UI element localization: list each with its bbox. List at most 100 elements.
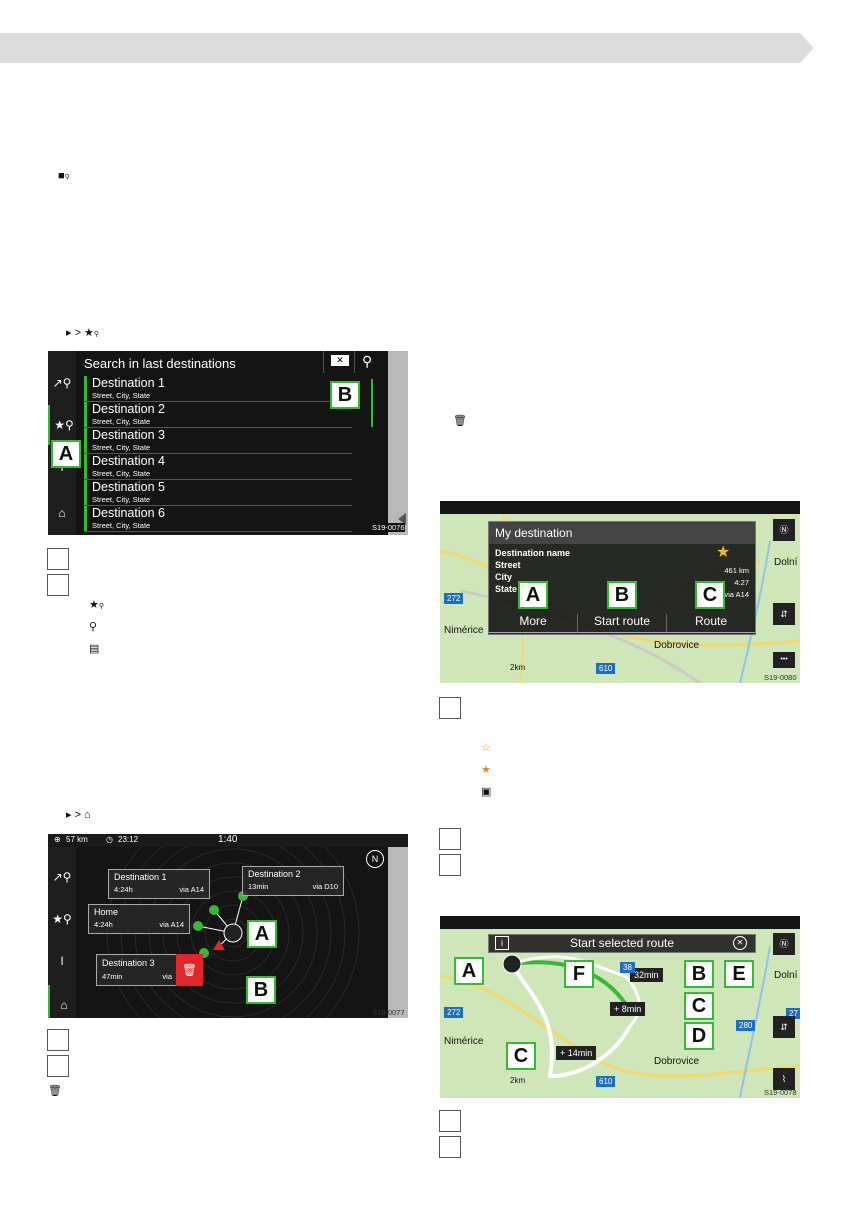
road-number: 27 [786,1008,800,1019]
place-label: Dobrovice [654,640,700,651]
distance: 461 km [724,566,749,575]
star-icon[interactable]: ★ [716,544,731,561]
destination-card[interactable]: Destination 3 47min via [96,954,178,986]
banner-title: Start selected route [569,936,675,950]
road-number: 272 [444,593,464,604]
figure-code: S19-0076 [372,523,405,532]
figure-code: S19-0080 [764,673,797,682]
list-item[interactable]: Destination 5 Street, City, State [84,480,352,506]
info-icon[interactable]: i [495,936,509,950]
scrollbar[interactable] [371,379,373,427]
legend-box [439,828,461,850]
place-label: Nimérice [444,1036,484,1047]
start-route-button[interactable]: Start route [578,614,667,633]
figure-code: S19-0078 [764,1088,797,1097]
favourite-destinations-icon[interactable]: ★⚲ [48,405,78,445]
home-icon[interactable]: ⌂ [58,506,66,520]
destination-name: Destination 2 [92,402,165,416]
place-label: Dolní [774,557,798,568]
destination-address: Street, City, State [92,495,151,504]
route-banner: i Start selected route ✕ [488,934,756,953]
section-header-arrow [800,33,814,63]
callout-c: C [684,992,714,1020]
route-delta[interactable]: + 14min [556,1046,597,1060]
legend-box [439,1110,461,1132]
callout-a: A [247,920,277,948]
home-icon[interactable]: ⌂ [48,985,78,1018]
backspace-icon[interactable]: ✕ [331,355,349,366]
destination-address: Street, City, State [92,417,151,426]
card-eta: 4:24h [114,885,133,894]
road-number: 280 [736,1020,756,1031]
delete-icon[interactable]: 🗑 [176,954,203,986]
card-via: via D10 [312,882,338,891]
view-mode-icon[interactable]: ⇵ [773,1016,795,1038]
favourites-icon: ★⚲ [89,599,105,611]
destination-name: Destination 3 [92,428,165,442]
road-number: 610 [596,1076,616,1087]
triangle-left-icon[interactable] [398,513,406,525]
search-input[interactable]: Search in last destinations [84,356,236,371]
destination-address: Street, City, State [92,443,151,452]
pin-icon: ⚲ [89,621,98,633]
info-icon[interactable]: ǀ [60,954,64,968]
screen-last-destinations: ↗⚲ ★⚲ ǀ ⌂ Search in last destinations ✕ … [48,351,408,535]
card-eta: 4:24h [94,920,113,929]
callout-c: C [695,581,725,609]
view-mode-icon[interactable]: ⇵ [773,603,795,625]
card-via: via [162,972,172,981]
destination-address: Street, City, State [92,521,151,530]
location-pin-icon[interactable]: ⚲ [362,353,373,369]
legend-box [47,1029,69,1051]
callout-b: B [246,976,276,1004]
route-delta[interactable]: + 8min [610,1002,646,1016]
list-item[interactable]: Destination 1 Street, City, State [84,376,352,402]
contacts-icon: ▤ [89,643,100,655]
card-title: Destination 2 [248,869,301,879]
close-icon[interactable]: ✕ [733,936,747,950]
callout-a: A [454,957,484,985]
route-search-icon[interactable]: ↗⚲ [52,376,72,390]
destination-card[interactable]: Home 4:24h via A14 [88,904,190,934]
route-duration[interactable]: 32min [630,968,663,982]
destination-card[interactable]: Destination 2 13min via D10 [242,866,344,896]
list-item[interactable]: Destination 2 Street, City, State [84,402,352,428]
card-eta: 13min [248,882,269,891]
callout-b: B [684,960,714,988]
more-button[interactable]: More [489,614,578,633]
state: State [495,584,518,594]
card-title: Destination 3 [102,958,155,968]
destination-list: Destination 1 Street, City, State Destin… [84,376,354,532]
destination-name: Destination 1 [92,376,165,390]
destination-card[interactable]: Destination 1 4:24h via A14 [108,869,210,899]
destination-address: Street, City, State [92,391,151,400]
city: City [495,572,513,582]
compass-icon[interactable]: Ⓝ [773,519,795,541]
favourite-destinations-icon[interactable]: ★⚲ [52,912,72,926]
list-item[interactable]: Destination 3 Street, City, State [84,428,352,454]
callout-a: A [51,440,81,468]
destination-name: Destination 5 [92,480,165,494]
list-item[interactable]: Destination 6 Street, City, State [84,506,352,532]
side-panel [388,351,408,535]
route-options-icon[interactable]: ⌇ [773,1068,795,1090]
list-item[interactable]: Destination 4 Street, City, State [84,454,352,480]
route-button[interactable]: Route [667,614,755,633]
screen-route-selection: i Start selected route ✕ 32min + 8min + … [440,916,800,1098]
compass-icon[interactable]: Ⓝ [773,933,795,955]
divider [354,351,355,373]
road-number: 610 [596,663,616,674]
screen-home-map: ⊕ 57 km ◷ 23:12 1:40 ↗⚲ ★⚲ ǀ ⌂ Destinati… [48,834,408,1018]
destination-list-icon: ■⚲ [58,170,70,182]
compass-icon[interactable]: N [366,850,384,868]
figure-code: S19-0077 [372,1008,405,1017]
divider [323,351,324,373]
callout-d: D [684,1022,714,1050]
star-outline-icon: ☆ [481,742,491,754]
more-options-button[interactable]: ••• [773,652,795,668]
clock-readout: 23:12 [118,835,139,844]
route-search-icon[interactable]: ↗⚲ [52,870,72,884]
section-header-bar [0,33,800,63]
time-readout: 1:40 [218,834,238,845]
place-label: Dobrovice [654,1056,700,1067]
